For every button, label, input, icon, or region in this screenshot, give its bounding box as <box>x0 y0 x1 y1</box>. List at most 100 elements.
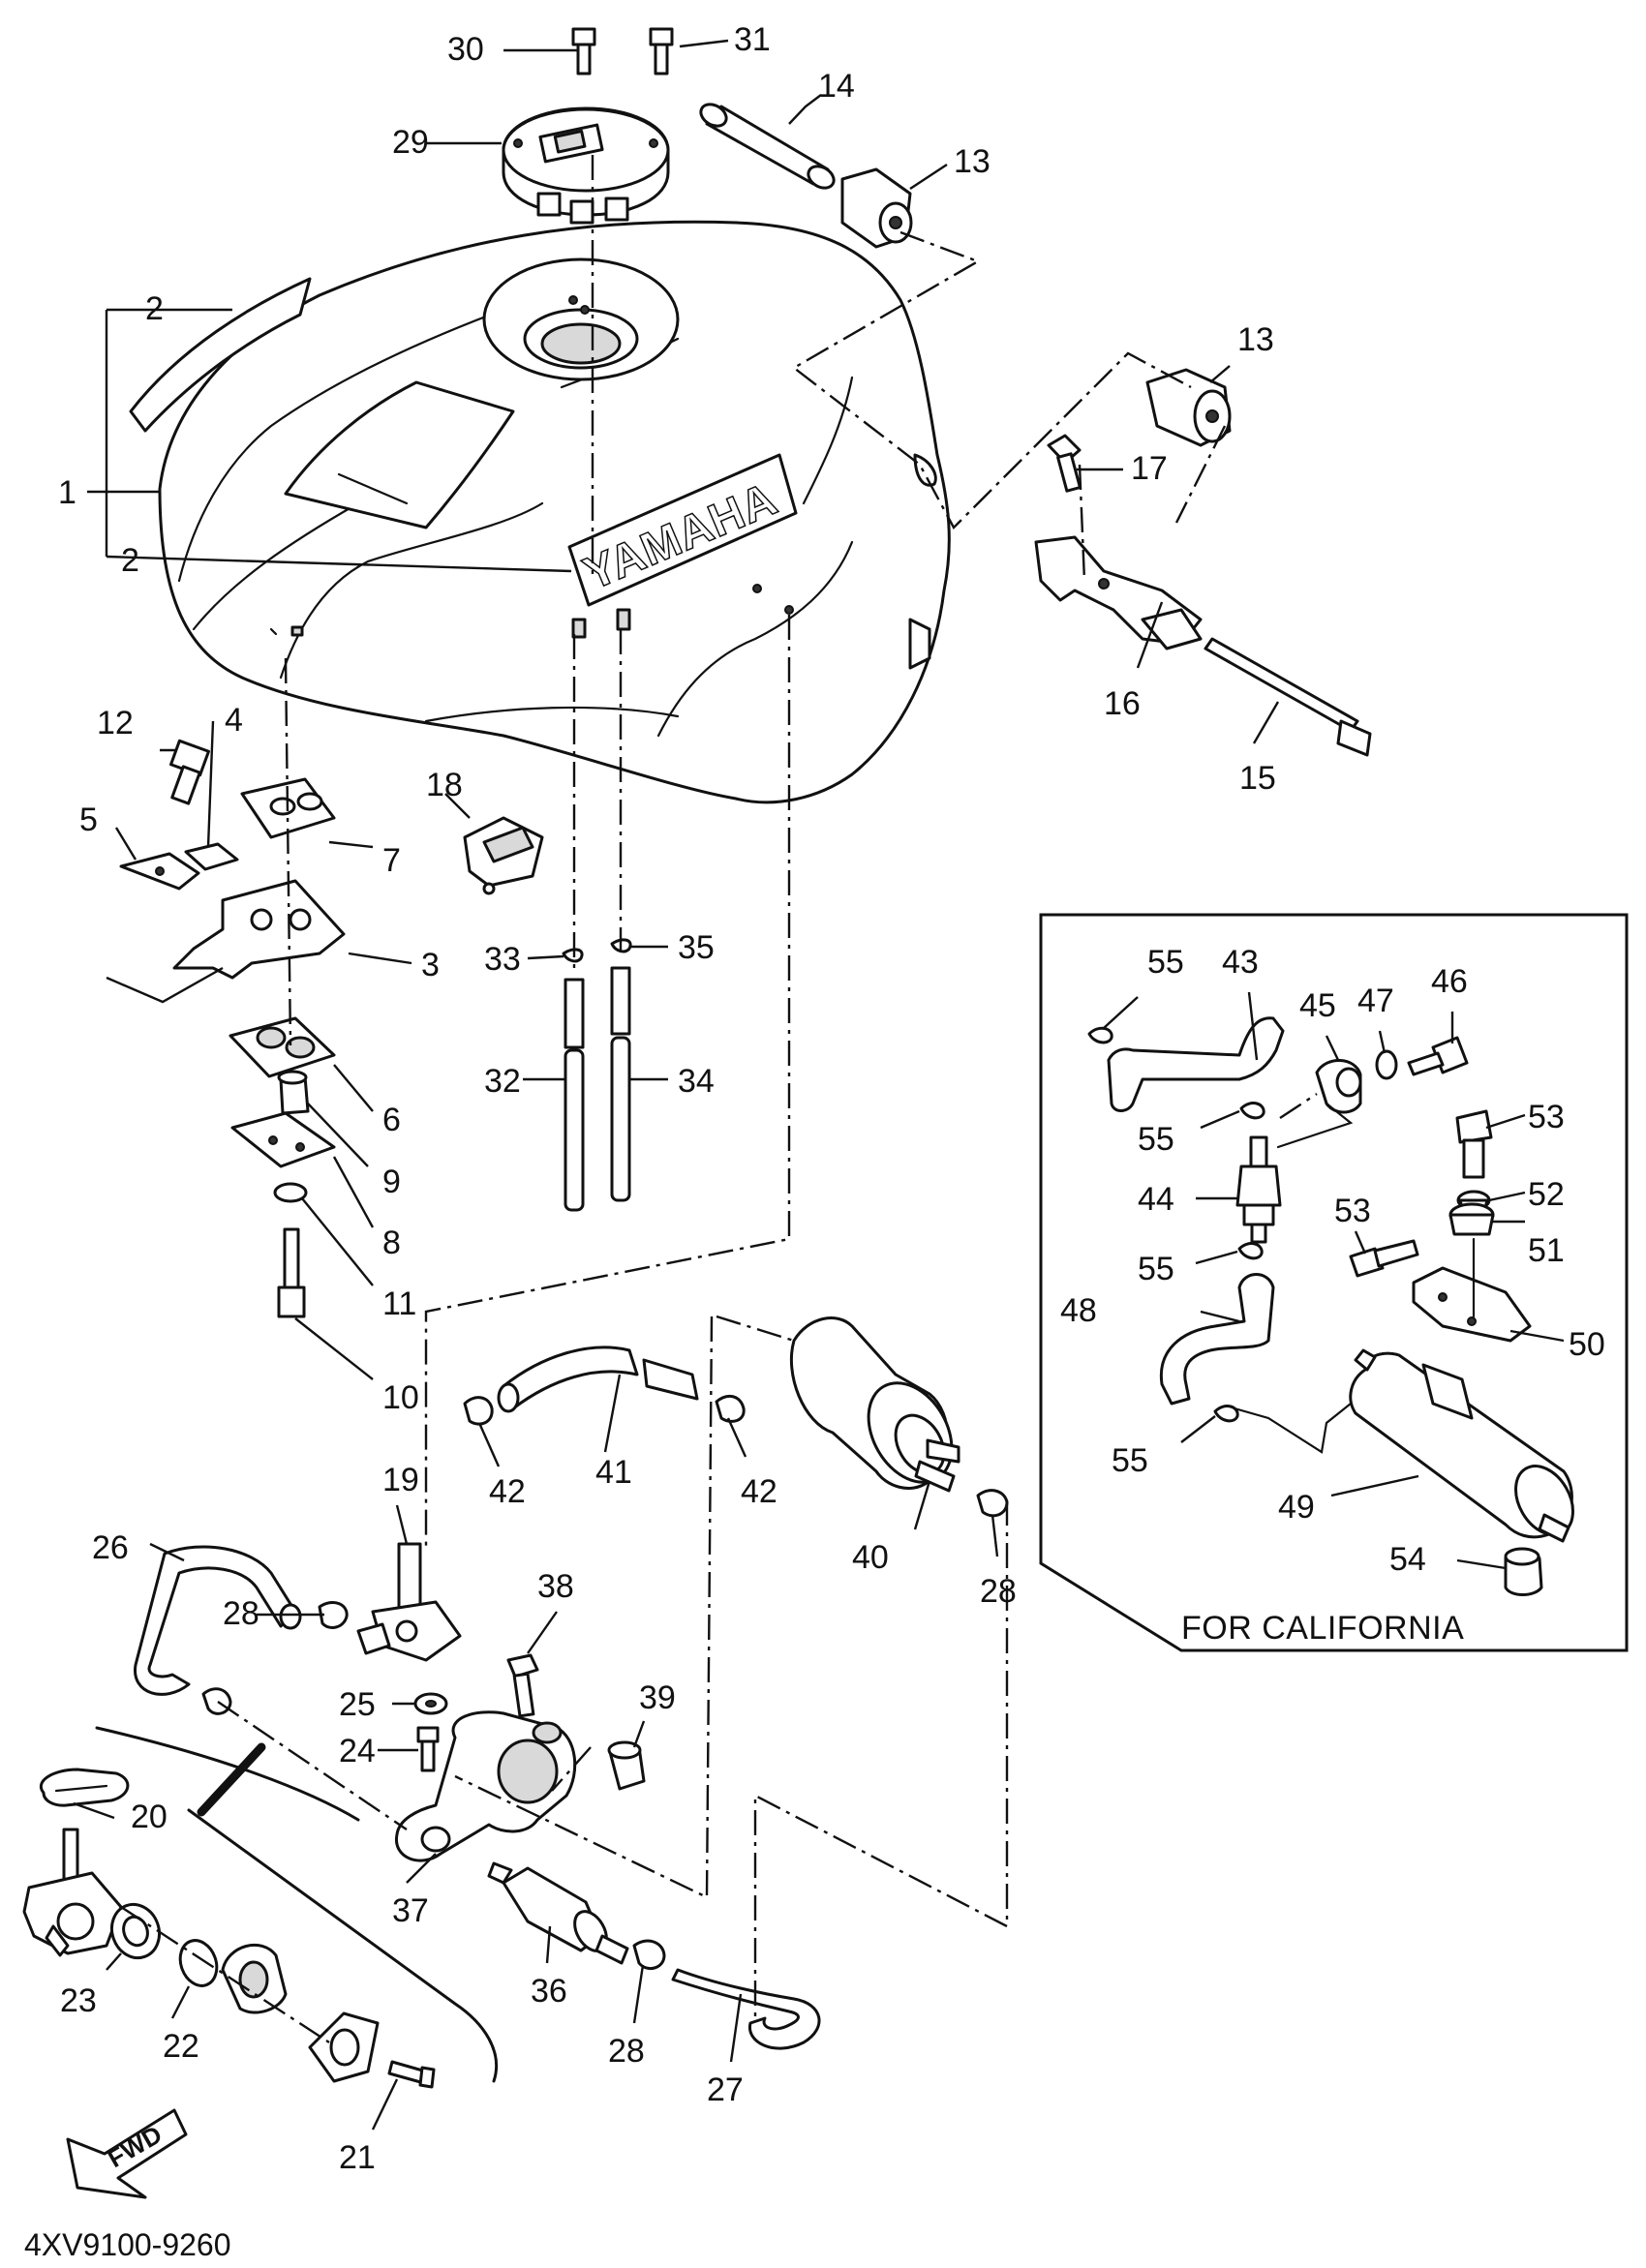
clamp-28-cock <box>201 1601 349 1715</box>
damper-6 <box>229 1016 336 1078</box>
callout-20: 20 <box>131 1799 168 1835</box>
callout-51: 51 <box>1528 1232 1565 1269</box>
callout-13-right: 13 <box>1237 321 1274 358</box>
screw-46 <box>1407 1036 1469 1076</box>
callout-31: 31 <box>734 21 771 58</box>
callout-50: 50 <box>1569 1326 1605 1363</box>
clamp-42-left <box>463 1396 494 1426</box>
callout-29: 29 <box>392 124 429 161</box>
washer-25 <box>413 1692 448 1715</box>
callout-45: 45 <box>1299 987 1336 1024</box>
cap-54 <box>1504 1547 1543 1596</box>
grommet-51 <box>1448 1202 1495 1236</box>
callout-8: 8 <box>382 1225 401 1261</box>
callout-13-top: 13 <box>954 143 991 180</box>
callout-43: 43 <box>1222 944 1259 981</box>
callout-24: 24 <box>339 1733 376 1769</box>
callout-30: 30 <box>447 31 484 68</box>
callout-55-c: 55 <box>1138 1251 1174 1287</box>
callout-37: 37 <box>392 1892 429 1929</box>
bracket-50 <box>1412 1266 1532 1343</box>
callout-39: 39 <box>639 1679 676 1716</box>
clip-55-a <box>1087 1026 1113 1044</box>
callout-19: 19 <box>382 1462 419 1498</box>
bolt-10 <box>277 1227 306 1318</box>
callout-42-left: 42 <box>489 1473 526 1510</box>
callout-53-side: 53 <box>1334 1193 1371 1229</box>
callout-38: 38 <box>537 1568 574 1605</box>
fuel-cock-lever-20 <box>40 1768 130 1807</box>
fuel-cock-icon <box>356 1542 462 1662</box>
screw-21 <box>387 2060 436 2089</box>
callout-22: 22 <box>163 2028 199 2065</box>
callout-28-pump: 28 <box>980 1573 1017 1610</box>
callout-labels: 2 1 2 30 31 29 14 13 13 17 16 15 12 4 5 … <box>58 21 1605 2176</box>
callout-5: 5 <box>79 801 98 838</box>
collar-4 <box>184 842 239 871</box>
callout-12: 12 <box>97 705 134 741</box>
clamp-28-filter <box>632 1939 666 1971</box>
callout-44: 44 <box>1138 1181 1174 1218</box>
hose-41 <box>497 1346 699 1413</box>
washer-11 <box>273 1182 308 1203</box>
callout-27: 27 <box>707 2071 744 2108</box>
fuel-cock-body-assembly <box>22 1828 123 1957</box>
callout-40: 40 <box>852 1539 889 1576</box>
gasket-23 <box>109 1902 162 1960</box>
callout-28-cock: 28 <box>223 1595 259 1632</box>
assembly-lines <box>120 155 1227 2044</box>
fuel-sender-18 <box>463 816 544 895</box>
callout-2-emblem: 2 <box>121 542 139 579</box>
callout-2-stripe: 2 <box>145 290 164 327</box>
callout-26: 26 <box>92 1529 129 1566</box>
callout-42-right: 42 <box>741 1473 777 1510</box>
lever-plate <box>221 1943 288 2014</box>
cap-bolt-30 <box>571 27 596 76</box>
inset-caption: FOR CALIFORNIA <box>1181 1610 1464 1647</box>
bolt-12 <box>169 739 210 805</box>
callout-52: 52 <box>1528 1176 1565 1213</box>
callout-15: 15 <box>1239 760 1276 797</box>
callout-47: 47 <box>1357 983 1394 1019</box>
clip-55-d <box>1213 1405 1239 1423</box>
clip-55-c <box>1237 1242 1264 1260</box>
callout-4: 4 <box>225 702 243 739</box>
callout-46: 46 <box>1431 963 1468 1000</box>
callout-17: 17 <box>1131 450 1168 487</box>
rollover-valve-44 <box>1235 1135 1282 1244</box>
callout-6: 6 <box>382 1102 401 1138</box>
hose-27 <box>671 1968 821 2050</box>
plate-5 <box>119 852 200 891</box>
callout-41: 41 <box>595 1454 632 1491</box>
callout-1: 1 <box>58 474 76 511</box>
screw-38 <box>506 1653 539 1718</box>
bracket-16 <box>1034 535 1203 650</box>
callout-32: 32 <box>484 1063 521 1100</box>
damper-13-top <box>840 167 913 249</box>
callout-48: 48 <box>1060 1292 1097 1329</box>
plate-8 <box>230 1111 336 1168</box>
fwd-arrow-icon: FWD <box>66 2108 188 2199</box>
leader-lines <box>73 39 1280 2131</box>
callout-49: 49 <box>1278 1489 1315 1526</box>
cap-bolt-31 <box>649 27 674 76</box>
hose-32 <box>564 978 585 1212</box>
hose-26 <box>134 1545 302 1696</box>
screw-24 <box>416 1726 440 1772</box>
fuel-tank-icon <box>158 220 951 804</box>
callout-16: 16 <box>1104 685 1141 722</box>
callout-21: 21 <box>339 2139 376 2176</box>
callout-9: 9 <box>382 1164 401 1200</box>
hose-48 <box>1159 1273 1275 1406</box>
o-ring-22 <box>178 1939 219 1987</box>
fuel-pump-icon <box>789 1316 960 1493</box>
canister-icon <box>1349 1348 1574 1543</box>
cover-plate <box>308 2011 380 2083</box>
callout-7: 7 <box>382 842 401 879</box>
bracket-3 <box>172 879 346 980</box>
callout-54: 54 <box>1389 1541 1426 1578</box>
callout-36: 36 <box>531 1973 567 2010</box>
tank-stripe-decal <box>129 277 312 433</box>
callout-23: 23 <box>60 1982 97 2019</box>
collar-9 <box>277 1070 310 1115</box>
